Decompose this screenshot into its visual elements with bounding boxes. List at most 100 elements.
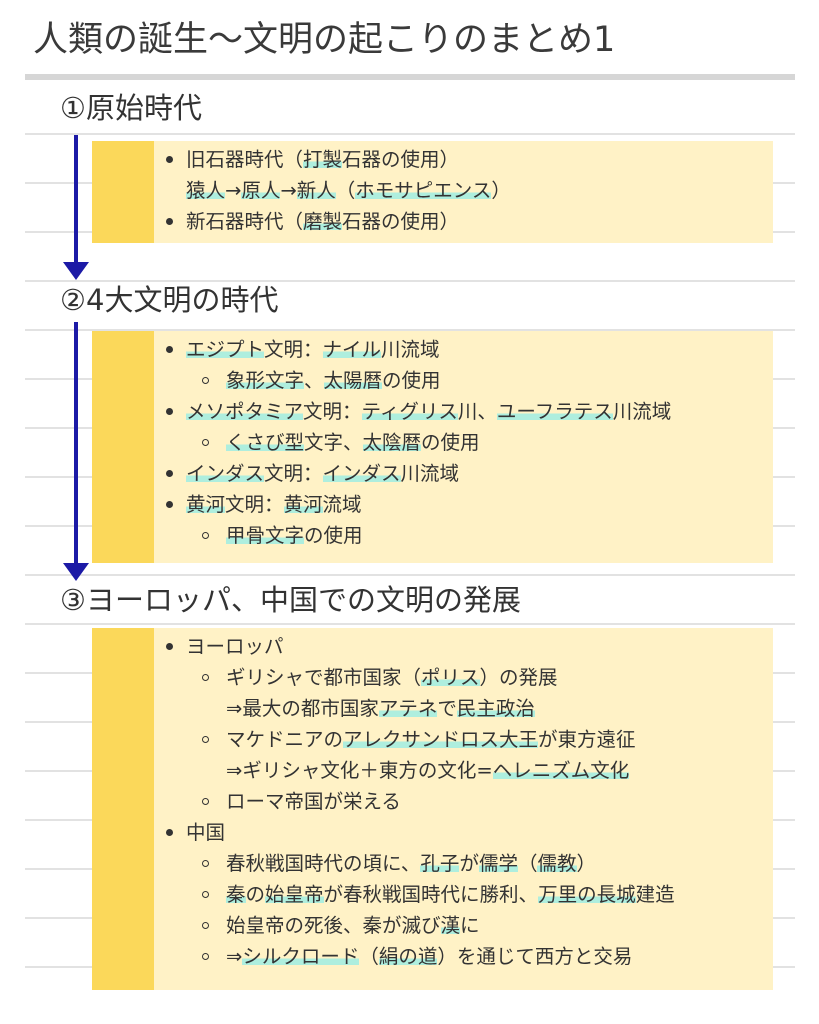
text-fragment: （ [359, 945, 379, 968]
text-fragment: 流域 [322, 493, 362, 516]
note-line: インダス文明：インダス川流域 [186, 458, 459, 489]
text-fragment: 旧石器時代（ [186, 148, 304, 171]
highlighted-term: 原人 [241, 179, 281, 202]
bullet-circle [202, 674, 209, 681]
text-fragment: ローマ帝国が栄える [226, 790, 401, 813]
text-fragment: 文明： [303, 400, 362, 423]
text-fragment: マケドニアの [226, 728, 344, 751]
ruled-line [25, 329, 795, 331]
highlighted-term: インダス [186, 462, 265, 485]
note-line: 甲骨文字の使用 [226, 520, 363, 551]
note-line: 春秋戦国時代の頃に、孔子が儒学（儒教） [226, 848, 596, 879]
bullet-circle [202, 860, 209, 867]
bullet-circle [202, 736, 209, 743]
box-accent-bar [92, 628, 154, 990]
note-line: エジプト文明：ナイル川流域 [186, 334, 440, 365]
note-line: 黄河文明：黄河流域 [186, 489, 362, 520]
flow-arrow-head [63, 262, 89, 280]
highlighted-term: メソポタミア [186, 400, 304, 423]
flow-arrow-line [74, 135, 78, 263]
text-fragment: の使用 [382, 369, 441, 392]
text-fragment: の使用 [304, 524, 363, 547]
text-fragment: ⇒最大の都市国家 [226, 697, 379, 720]
text-fragment: ⇒ [226, 945, 243, 968]
text-fragment: の使用 [421, 431, 480, 454]
bullet-dot [166, 643, 173, 650]
text-fragment: → [280, 179, 297, 202]
note-box-civilizations [92, 331, 773, 563]
highlighted-term: 象形文字 [226, 369, 305, 392]
highlighted-term: 秦 [226, 883, 246, 906]
text-fragment: が春秋戦国時代に勝利、 [323, 883, 539, 906]
bullet-circle [202, 891, 209, 898]
highlighted-term: ティグリス [361, 400, 458, 423]
text-fragment: ）を通じて西方と交易 [437, 945, 633, 968]
text-fragment: ⇒ギリシャ文化＋東方の文化= [226, 759, 493, 782]
text-fragment: が [459, 852, 479, 875]
page-title: 人類の誕生～文明の起こりのまとめ1 [33, 20, 616, 60]
highlighted-term: 儒学 [478, 852, 518, 875]
text-fragment: に [460, 914, 480, 937]
highlighted-term: アテネ [378, 697, 438, 720]
section-heading-civilizations: ②4大文明の時代 [60, 283, 279, 317]
note-line: 猿人→原人→新人（ホモサピエンス） [186, 175, 511, 206]
bullet-circle [202, 953, 209, 960]
note-line: メソポタミア文明：ティグリス川、ユーフラテス川流域 [186, 396, 671, 427]
highlighted-term: 民主政治 [456, 697, 535, 720]
text-fragment: ） [491, 179, 511, 202]
bullet-circle [202, 922, 209, 929]
text-fragment: ギリシャで都市国家（ [226, 666, 422, 689]
text-fragment: 文字、 [304, 431, 363, 454]
highlighted-term: 新人 [296, 179, 336, 202]
note-line: マケドニアのアレクサンドロス大王が東方遠征 [226, 724, 636, 755]
ruled-line [25, 574, 795, 576]
text-fragment: ） [576, 852, 597, 875]
highlighted-term: 万里の長城 [538, 883, 636, 906]
box-accent-bar [92, 141, 154, 243]
text-fragment: 文明： [264, 462, 323, 485]
text-fragment: 川、 [457, 400, 497, 423]
note-line: ⇒ギリシャ文化＋東方の文化=ヘレニズム文化 [226, 755, 630, 786]
highlighted-term: くさび型 [226, 431, 305, 454]
note-line: 秦の始皇帝が春秋戦国時代に勝利、万里の長城建造 [226, 879, 675, 910]
bullet-dot [166, 501, 173, 508]
bullet-dot [166, 470, 173, 477]
highlighted-term: 太陽暦 [323, 369, 383, 392]
box-accent-bar [92, 331, 154, 563]
note-line: 旧石器時代（打製石器の使用） [186, 144, 459, 175]
text-fragment: 春秋戦国時代の頃に、 [226, 852, 421, 875]
highlighted-term: ホモサピエンス [355, 179, 492, 202]
highlighted-term: 猿人 [186, 179, 226, 202]
text-fragment: 文明： [264, 338, 323, 361]
text-fragment: 川流域 [381, 338, 440, 361]
bullet-circle [202, 439, 209, 446]
ruled-line [25, 133, 795, 135]
note-line: ⇒シルクロード（絹の道）を通じて西方と交易 [226, 941, 632, 972]
note-line: ヨーロッパ [186, 631, 284, 662]
note-line: 新石器時代（磨製石器の使用） [186, 206, 459, 237]
highlighted-term: アレクサンドロス大王 [343, 728, 539, 751]
bullet-dot [166, 218, 173, 225]
highlighted-term: 漢 [440, 914, 461, 937]
section-heading-primitive: ①原始時代 [60, 91, 202, 125]
title-divider [25, 74, 795, 80]
text-fragment: 川流域 [400, 462, 460, 485]
bullet-circle [202, 532, 209, 539]
section-heading-europe-china: ③ヨーロッパ、中国での文明の発展 [60, 583, 521, 617]
highlighted-term: 甲骨文字 [226, 524, 305, 547]
highlighted-term: ユーフラテス [496, 400, 613, 423]
text-fragment: が東方遠征 [538, 728, 636, 751]
text-fragment: ヨーロッパ [186, 635, 284, 658]
highlighted-term: 打製 [303, 148, 343, 171]
highlighted-term: 黄河 [283, 493, 323, 516]
note-line: ローマ帝国が栄える [226, 786, 401, 817]
highlighted-term: 儒教 [537, 852, 577, 875]
highlighted-term: 黄河 [186, 493, 226, 516]
bullet-circle [202, 377, 209, 384]
bullet-dot [166, 156, 173, 163]
highlighted-term: インダス [322, 462, 401, 485]
bullet-dot [166, 408, 173, 415]
bullet-circle [202, 798, 209, 805]
text-fragment: 中国 [186, 821, 226, 844]
highlighted-term: ヘレニズム文化 [492, 759, 630, 782]
